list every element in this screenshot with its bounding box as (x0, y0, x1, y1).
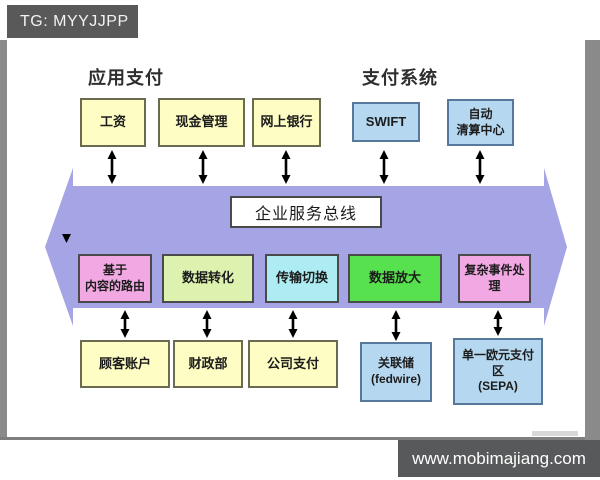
box-online-banking: 网上银行 (252, 98, 321, 147)
box-data-amplification: 数据放大 (348, 254, 442, 303)
box-sepa: 单一欧元支付 区 (SEPA) (453, 338, 543, 405)
frame-bottom-line (0, 437, 585, 440)
section-title-application-payments: 应用支付 (88, 68, 164, 88)
connector-arrows (107, 150, 503, 341)
faint-watermark (532, 431, 578, 436)
section-title-payment-systems: 支付系统 (362, 68, 438, 88)
box-swift: SWIFT (352, 102, 420, 142)
left-edge-strip (0, 40, 7, 440)
esb-label-box: 企业服务总线 (230, 196, 382, 228)
box-treasury: 财政部 (173, 340, 243, 388)
bottom-watermark-banner: www.mobimajiang.com (398, 440, 600, 477)
box-corporate-payments: 公司支付 (248, 340, 338, 388)
box-payroll: 工资 (80, 98, 146, 147)
box-customer-accounts: 顾客账户 (80, 340, 170, 388)
box-content-based-routing: 基于 内容的路由 (78, 254, 152, 303)
scrollbar-strip[interactable] (585, 40, 600, 440)
box-complex-event-processing: 复杂事件处 理 (458, 254, 531, 303)
box-data-transformation: 数据转化 (162, 254, 254, 303)
esb-label: 企业服务总线 (254, 206, 357, 223)
box-automated-clearing-house: 自动 清算中心 (447, 99, 514, 146)
top-watermark-banner: TG: MYYJJPP (7, 5, 138, 38)
box-cash-management: 现金管理 (158, 98, 245, 147)
box-transport-switching: 传输切换 (265, 254, 339, 303)
box-fedwire: 关联储 (fedwire) (360, 342, 432, 402)
band-marker-triangle-icon (62, 234, 71, 243)
